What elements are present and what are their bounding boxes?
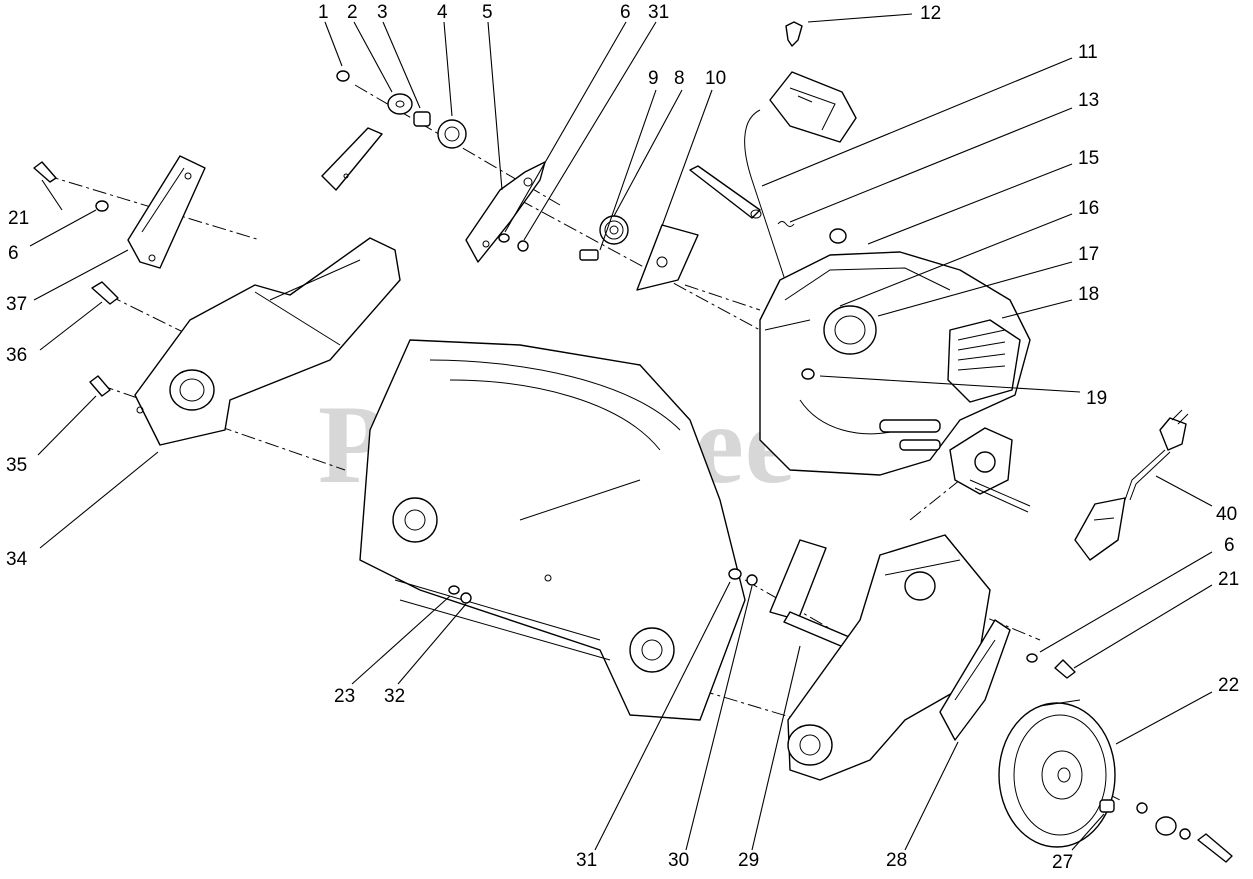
- callout-23: 23: [334, 686, 355, 707]
- auger-housing: [359, 339, 746, 721]
- callout-19: 19: [1086, 388, 1107, 409]
- washers-23-32: [448, 585, 472, 604]
- switch-box: [744, 71, 857, 281]
- callout-9: 9: [648, 68, 659, 89]
- callout-15: 15: [1078, 148, 1099, 169]
- wheel-part-22: [998, 699, 1116, 848]
- callout-1: 1: [318, 2, 329, 23]
- hardware-stack-top: [336, 70, 467, 149]
- callout-35: 35: [6, 455, 27, 476]
- leader-lines: [29, 13, 1213, 851]
- callout-31-bottom: 31: [576, 850, 597, 871]
- motor-housing: [759, 251, 1031, 476]
- washers-30-31: [728, 568, 758, 586]
- callout-4: 4: [437, 2, 448, 23]
- callout-21-right: 21: [1218, 569, 1239, 590]
- right-side-panel: [787, 534, 991, 781]
- callout-5: 5: [482, 2, 493, 23]
- callout-6-right: 6: [1224, 535, 1235, 556]
- callout-6-left: 6: [8, 243, 19, 264]
- callout-34: 34: [6, 549, 28, 570]
- callout-6-top: 6: [620, 2, 631, 23]
- callout-8: 8: [674, 68, 685, 89]
- callout-17: 17: [1078, 244, 1099, 265]
- callout-16: 16: [1078, 198, 1099, 219]
- callout-40: 40: [1216, 504, 1237, 525]
- slide-strip-top: [321, 127, 383, 191]
- callout-29: 29: [738, 850, 759, 871]
- left-side-panel: [134, 237, 401, 446]
- callout-18: 18: [1078, 284, 1099, 305]
- callout-13: 13: [1078, 90, 1099, 111]
- callout-12: 12: [920, 3, 941, 24]
- callout-10: 10: [705, 68, 726, 89]
- callout-numbers: 1 2 3 4 5 6 31 9 8 10 12 11 13 15 16 17 …: [6, 2, 1239, 873]
- callout-2: 2: [347, 2, 358, 23]
- callout-22: 22: [1218, 675, 1239, 696]
- callout-37: 37: [6, 294, 27, 315]
- sprocket-assembly: [579, 215, 699, 291]
- callout-30: 30: [668, 850, 689, 871]
- callout-32: 32: [384, 686, 405, 707]
- callout-27: 27: [1052, 852, 1073, 873]
- callout-11: 11: [1078, 42, 1098, 63]
- callout-21-left: 21: [8, 208, 29, 229]
- screw-part-12: [785, 21, 803, 47]
- axle-hardware: [1099, 799, 1233, 863]
- callout-3: 3: [377, 2, 388, 23]
- power-cord: [1074, 409, 1189, 561]
- right-hardware: [1026, 653, 1076, 679]
- wheel-bracket: [939, 619, 1011, 741]
- callout-31-top: 31: [648, 2, 669, 23]
- callout-28: 28: [886, 850, 907, 871]
- bearing-plate: [879, 419, 1031, 513]
- left-hardware: [33, 161, 119, 397]
- callout-36: 36: [6, 345, 27, 366]
- bracket-part-5: [465, 161, 546, 263]
- bracket-part-37: [127, 155, 206, 269]
